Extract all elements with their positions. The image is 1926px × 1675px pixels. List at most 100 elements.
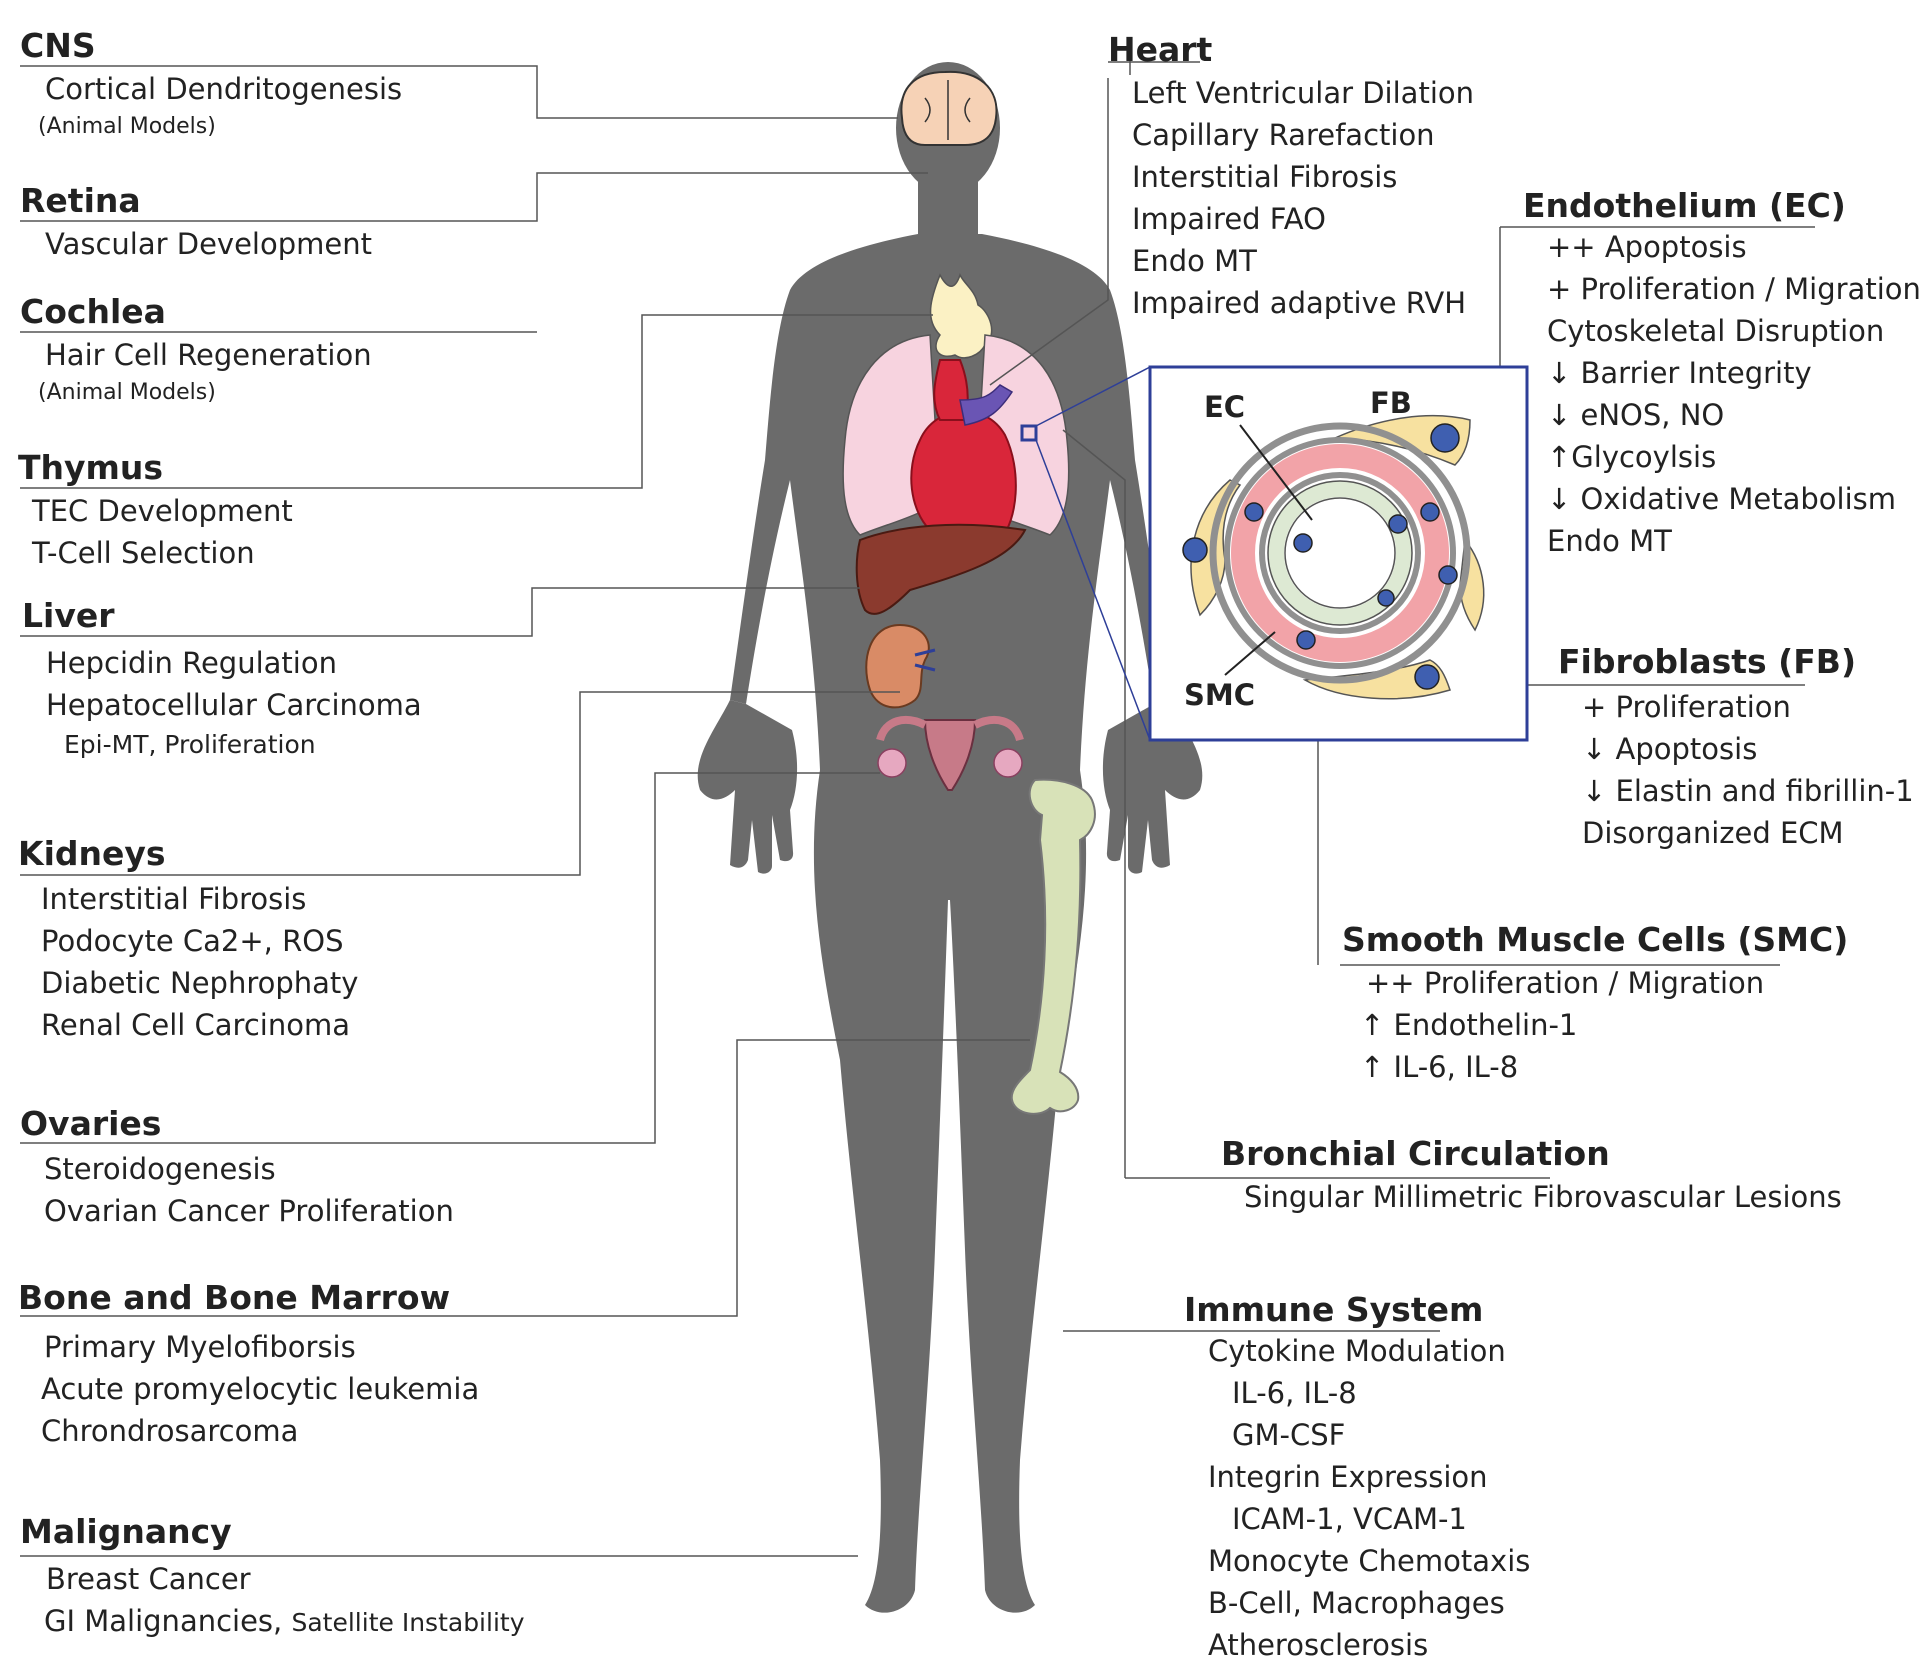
kidneys-item-0: Interstitial Fibrosis xyxy=(41,882,307,916)
bone-item-1: Acute promyelocytic leukemia xyxy=(41,1372,480,1406)
inset-label-ec: EC xyxy=(1204,390,1246,424)
kidney xyxy=(865,623,930,709)
smc-item-2: ↑ IL-6, IL-8 xyxy=(1360,1050,1519,1084)
immune-item-3: Integrin Expression xyxy=(1208,1460,1488,1494)
thymus-title: Thymus xyxy=(18,448,164,487)
inset-label-fb: FB xyxy=(1370,386,1412,420)
retina-item-0: Vascular Development xyxy=(45,227,372,261)
heart-item-2: Interstitial Fibrosis xyxy=(1132,160,1398,194)
kidneys-item-2: Diabetic Nephrophaty xyxy=(41,966,359,1000)
right-hand xyxy=(1102,700,1203,874)
heart-item-1: Capillary Rarefaction xyxy=(1132,118,1435,152)
ovaries-item-1: Ovarian Cancer Proliferation xyxy=(44,1194,454,1228)
left-ovary xyxy=(877,748,907,778)
endothelium-item-7: Endo MT xyxy=(1547,524,1672,558)
fibroblasts-item-3: Disorganized ECM xyxy=(1582,816,1844,850)
fallopian-tubes xyxy=(876,716,1024,742)
endothelium-item-6: ↓ Oxidative Metabolism xyxy=(1547,482,1897,516)
malignancy-gi: GI Malignancies, Satellite Instability xyxy=(44,1604,525,1638)
immune-title: Immune System xyxy=(1184,1290,1484,1329)
brain xyxy=(900,70,998,146)
bone-item-2: Chrondrosarcoma xyxy=(41,1414,299,1448)
endothelium-item-4: ↓ eNOS, NO xyxy=(1547,398,1725,432)
cochlea-item-0: Hair Cell Regeneration xyxy=(45,338,372,372)
heart-item-3: Impaired FAO xyxy=(1132,202,1326,236)
right-ovary xyxy=(993,748,1023,778)
cns-note: (Animal Models) xyxy=(38,114,216,139)
fibroblasts-title: Fibroblasts (FB) xyxy=(1558,642,1857,681)
smc-ring xyxy=(1231,444,1449,662)
endothelium-item-3: ↓ Barrier Integrity xyxy=(1547,356,1812,390)
bronchial-item-0: Singular Millimetric Fibrovascular Lesio… xyxy=(1244,1180,1842,1214)
ec-pointer xyxy=(1239,424,1313,521)
line-ovaries xyxy=(20,772,880,1144)
cns-title: CNS xyxy=(20,26,96,65)
bronchial-title: Bronchial Circulation xyxy=(1221,1134,1610,1173)
immune-item-7: Atherosclerosis xyxy=(1208,1628,1429,1662)
smc-pointer xyxy=(1224,631,1276,676)
malignancy-gi-main: GI Malignancies, xyxy=(44,1604,283,1638)
smc-item-1: ↑ Endothelin-1 xyxy=(1360,1008,1578,1042)
inset-label-smc: SMC xyxy=(1184,678,1256,712)
uterus xyxy=(923,719,977,791)
cochlea-note: (Animal Models) xyxy=(38,380,216,405)
malignancy-title: Malignancy xyxy=(20,1512,232,1551)
line-retina xyxy=(20,172,928,222)
bone-title: Bone and Bone Marrow xyxy=(18,1278,451,1317)
line-bone xyxy=(20,1039,1030,1317)
endothelium-title: Endothelium (EC) xyxy=(1523,186,1846,225)
line-thymus xyxy=(20,314,933,489)
immune-item-2: GM-CSF xyxy=(1232,1418,1346,1452)
fibroblasts-item-1: ↓ Apoptosis xyxy=(1582,732,1758,766)
line-liver xyxy=(20,587,860,637)
liver-item-0: Hepcidin Regulation xyxy=(46,646,337,680)
kidneys-item-3: Renal Cell Carcinoma xyxy=(41,1008,350,1042)
endothelium-ring xyxy=(1268,481,1412,625)
vessel-inset xyxy=(1148,365,1529,742)
line-endothelium xyxy=(1499,226,1815,367)
kidneys-item-1: Podocyte Ca2+, ROS xyxy=(41,924,344,958)
thymus-item-0: TEC Development xyxy=(32,494,293,528)
heart-title: Heart xyxy=(1108,30,1213,69)
malignancy-item-0: Breast Cancer xyxy=(46,1562,251,1596)
fibroblast-bottom xyxy=(1302,659,1451,700)
immune-item-5: Monocyte Chemotaxis xyxy=(1208,1544,1531,1578)
heart-item-4: Endo MT xyxy=(1132,244,1257,278)
liver xyxy=(855,523,1027,615)
retina-title: Retina xyxy=(20,181,141,220)
heart-item-5: Impaired adaptive RVH xyxy=(1132,286,1467,320)
bone-item-0: Primary Myelofiborsis xyxy=(44,1330,356,1364)
liver-title: Liver xyxy=(22,596,115,635)
immune-item-1: IL-6, IL-8 xyxy=(1232,1376,1357,1410)
organs xyxy=(842,70,1096,1115)
thymus-item-1: T-Cell Selection xyxy=(32,536,255,570)
left-hand xyxy=(697,700,798,874)
line-bronchial xyxy=(1062,429,1550,1179)
fibroblasts-item-2: ↓ Elastin and fibrillin-1 xyxy=(1582,774,1914,808)
ovaries-title: Ovaries xyxy=(20,1104,162,1143)
neck xyxy=(918,182,978,242)
smc-title: Smooth Muscle Cells (SMC) xyxy=(1342,920,1849,959)
liver-item-1: Hepatocellular Carcinoma xyxy=(46,688,422,722)
femur xyxy=(1010,778,1096,1115)
zoom-indicator xyxy=(1020,366,1151,741)
endothelium-item-0: ++ Apoptosis xyxy=(1547,230,1747,264)
endothelium-item-2: Cytoskeletal Disruption xyxy=(1547,314,1885,348)
liver-note: Epi-MT, Proliferation xyxy=(64,730,316,759)
fibroblasts-item-0: + Proliferation xyxy=(1582,690,1791,724)
torso xyxy=(730,234,1170,1613)
ovaries-item-0: Steroidogenesis xyxy=(44,1152,276,1186)
line-smc xyxy=(1317,740,1780,966)
kidneys-title: Kidneys xyxy=(18,834,166,873)
immune-item-0: Cytokine Modulation xyxy=(1208,1334,1506,1368)
adventitia-ring xyxy=(1209,422,1471,684)
connector-lines xyxy=(20,60,1815,1557)
cochlea-title: Cochlea xyxy=(20,292,166,331)
malignancy-gi-note: Satellite Instability xyxy=(291,1608,525,1637)
line-kidneys xyxy=(20,691,900,876)
pulmonary-vessel xyxy=(959,384,1014,426)
elastic-ring xyxy=(1224,437,1456,669)
line-cns xyxy=(20,65,898,119)
